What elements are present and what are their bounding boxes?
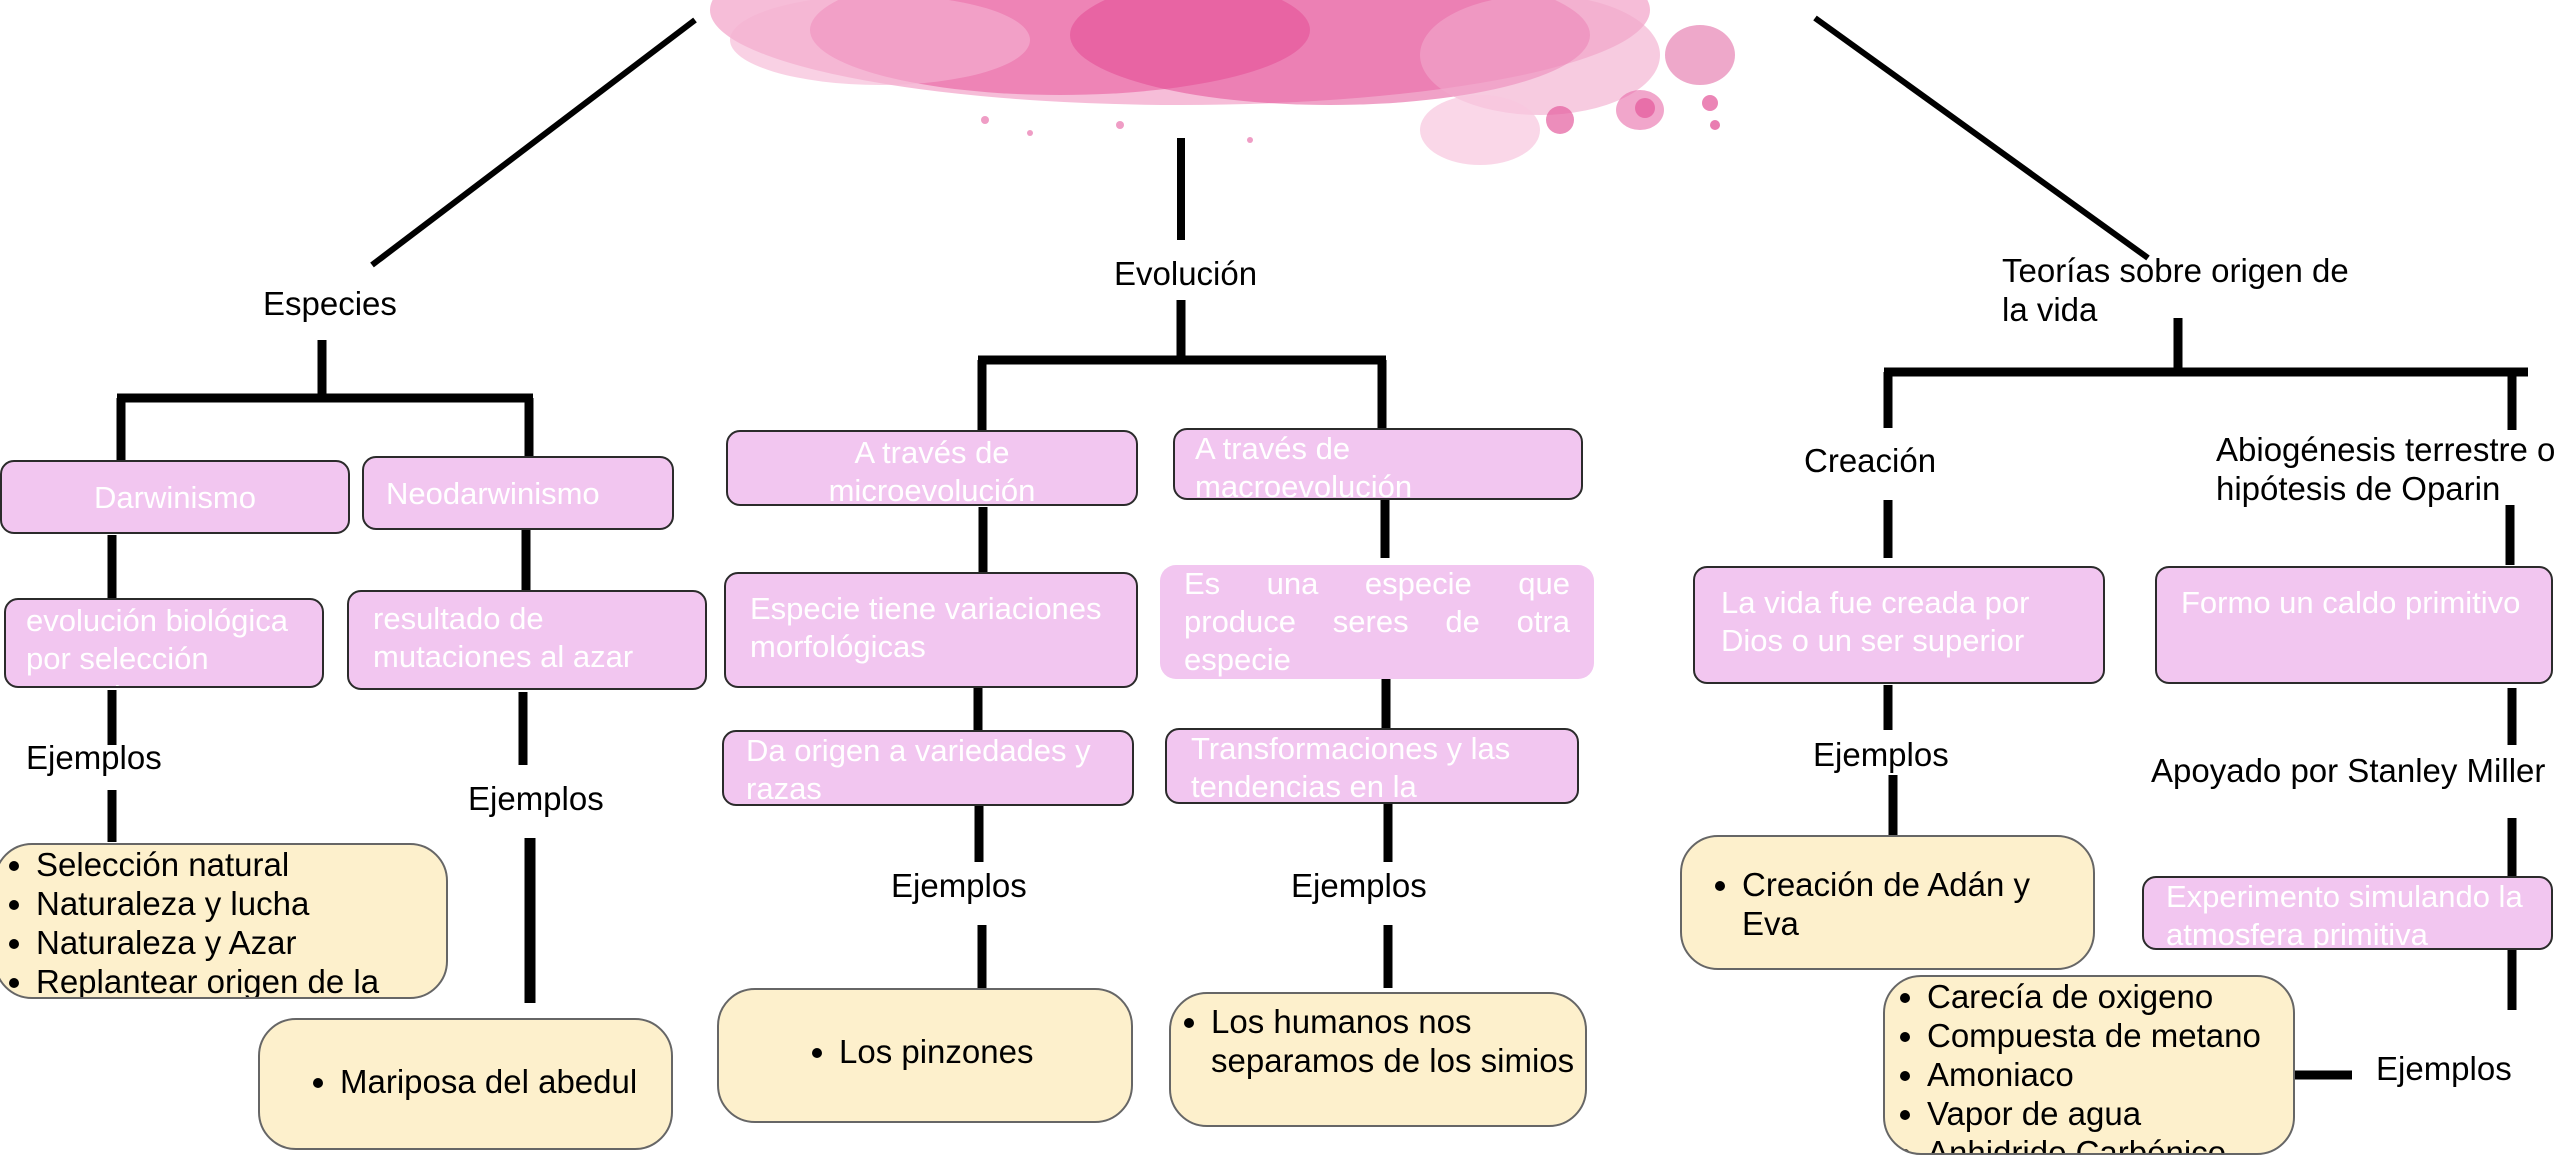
macroevolucion-examples-list: Los humanos nos separamos de los simios xyxy=(1171,1002,1575,1080)
creacion-ejemplos-label: Ejemplos xyxy=(1813,736,1949,773)
macroevolucion-examples-box: Los humanos nos separamos de los simios xyxy=(1169,992,1587,1127)
darwinismo-box: Darwinismo xyxy=(0,460,350,534)
especies-title: Especies xyxy=(263,285,397,322)
neodarwinismo-description-box: resultado de mutaciones al azar xyxy=(347,590,707,690)
microevolucion-examples-box: Los pinzones xyxy=(717,988,1133,1123)
microevolucion-ejemplos-label: Ejemplos xyxy=(891,867,1027,904)
creacion-examples-list: Creación de Adán y Eva xyxy=(1702,865,2093,943)
abiogenesis-ejemplos-label: Ejemplos xyxy=(2376,1050,2512,1087)
pink-watercolor-blob xyxy=(710,0,1735,165)
experimento-box: Experimento simulando la atmosfera primi… xyxy=(2142,876,2553,950)
list-item: Carecía de oxigeno xyxy=(1927,977,2293,1016)
darwinismo-description-box: evolución biológica por selección natura… xyxy=(4,598,324,688)
list-item: Selección natural xyxy=(36,845,446,884)
list-item: Los pinzones xyxy=(839,1032,1131,1071)
neodarwinismo-examples-box: Mariposa del abedul xyxy=(258,1018,673,1150)
macroevolucion-box: A través de macroevolución xyxy=(1173,428,1583,500)
macroevolucion-trends-box: Transformaciones y las tendencias en la … xyxy=(1165,728,1579,804)
microevolucion-box: A través de microevolución xyxy=(726,430,1138,506)
abiogenesis-examples-list: Carecía de oxigeno Compuesta de metano A… xyxy=(1887,977,2293,1153)
abiogenesis-examples-box: Carecía de oxigeno Compuesta de metano A… xyxy=(1883,975,2295,1155)
microevolucion-examples-list: Los pinzones xyxy=(799,1032,1131,1071)
abiogenesis-description-box: Formo un caldo primitivo xyxy=(2155,566,2553,684)
list-item: Naturaleza y Azar xyxy=(36,923,446,962)
darwinismo-examples-box: Selección natural Naturaleza y lucha Nat… xyxy=(0,843,448,999)
creacion-examples-box: Creación de Adán y Eva xyxy=(1680,835,2095,970)
list-item: Naturaleza y lucha xyxy=(36,884,446,923)
evolucion-title: Evolución xyxy=(1114,255,1258,292)
macroevolucion-ejemplos-label: Ejemplos xyxy=(1291,867,1427,904)
list-item: Los humanos nos separamos de los simios xyxy=(1211,1002,1575,1080)
list-item: Replantear origen de la vida xyxy=(36,962,446,997)
darwinismo-ejemplos-label: Ejemplos xyxy=(26,739,162,776)
neodarwinismo-box: Neodarwinismo xyxy=(362,456,674,530)
list-item: Anhidrido Carbónico xyxy=(1927,1133,2293,1153)
list-item: Amoniaco xyxy=(1927,1055,2293,1094)
apoyado-stanley-miller-label: Apoyado por Stanley Miller xyxy=(2151,752,2546,789)
microevolucion-description-box: Especie tiene variaciones morfológicas xyxy=(724,572,1138,688)
macroevolucion-description-box: Es una especie que produce seres de otra… xyxy=(1160,565,1594,679)
list-item: Vapor de agua xyxy=(1927,1094,2293,1133)
list-item: Creación de Adán y Eva xyxy=(1742,865,2093,943)
microevolucion-origin-box: Da origen a variedades y razas xyxy=(722,730,1134,806)
creacion-title: Creación xyxy=(1804,442,1937,479)
list-item: Compuesta de metano xyxy=(1927,1016,2293,1055)
abiogenesis-title: Abiogénesis terrestre o hipótesis de Opa… xyxy=(2216,431,2556,507)
list-item: Mariposa del abedul xyxy=(340,1062,671,1101)
darwinismo-examples-list: Selección natural Naturaleza y lucha Nat… xyxy=(0,845,446,997)
teorias-title: Teorías sobre origen de la vida xyxy=(2002,252,2349,328)
neodarwinismo-examples-list: Mariposa del abedul xyxy=(300,1062,671,1101)
creacion-description-box: La vida fue creada por Dios o un ser sup… xyxy=(1693,566,2105,684)
neodarwinismo-ejemplos-label: Ejemplos xyxy=(468,780,604,817)
